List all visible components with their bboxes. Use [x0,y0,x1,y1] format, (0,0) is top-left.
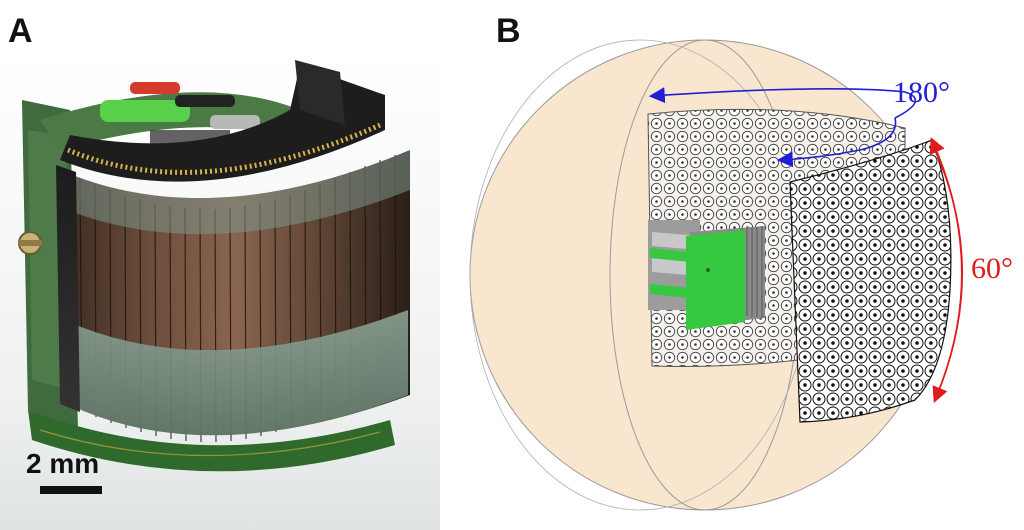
horizontal-angle-label: 180° [893,76,950,109]
panel-label-a: A [8,12,33,50]
glass-band [64,310,408,436]
scale-bar [40,486,102,494]
horizontal-fov-arrow [648,87,917,119]
sensor-model [648,220,765,330]
panel-label-b: B [496,12,521,50]
green-wire [100,100,190,122]
ommatidia-array-front [789,139,952,423]
scale-bar-label: 2 mm [26,448,100,479]
vertical-angle-label: 60° [971,252,1013,285]
base-pcb [28,410,395,472]
